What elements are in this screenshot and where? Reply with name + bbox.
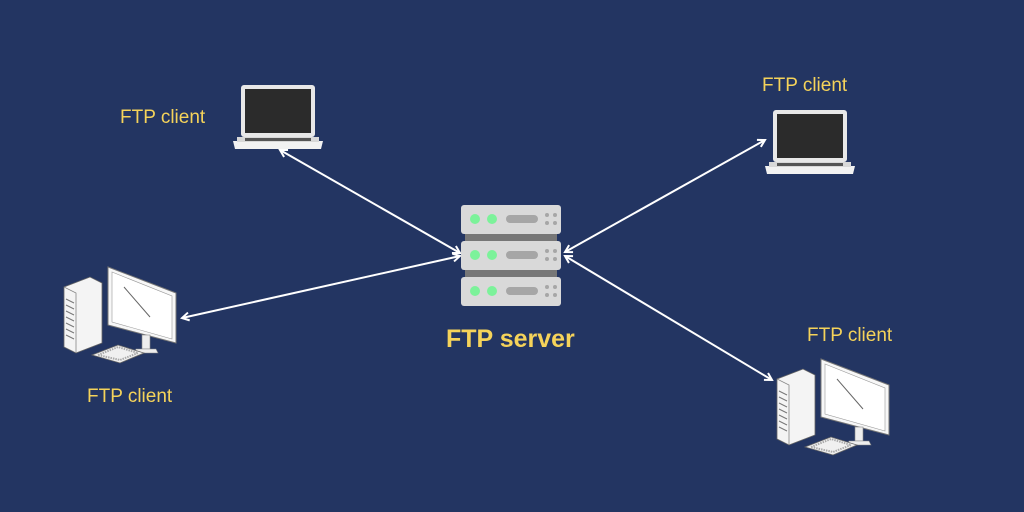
desktop-computer-icon (776, 358, 890, 456)
arrow-server-bottom-right-desktop (565, 256, 772, 380)
server-unit (461, 277, 561, 306)
arrow-server-top-left-laptop (280, 150, 460, 253)
laptop-icon (765, 110, 855, 174)
client-label-bottom-right: FTP client (807, 325, 893, 346)
server-unit (461, 241, 561, 270)
server-label: FTP server (446, 325, 575, 353)
arrow-server-top-right-laptop (565, 140, 765, 252)
client-label-top-right: FTP client (762, 75, 848, 96)
desktop-computer-icon (63, 266, 177, 364)
server-rack-icon (461, 205, 561, 306)
laptop-icon (233, 85, 323, 149)
client-label-left: FTP client (87, 386, 173, 407)
server-unit (461, 205, 561, 234)
arrow-server-left-desktop (182, 256, 460, 318)
connection-arrows (182, 140, 772, 380)
client-label-top-left: FTP client (120, 107, 206, 128)
